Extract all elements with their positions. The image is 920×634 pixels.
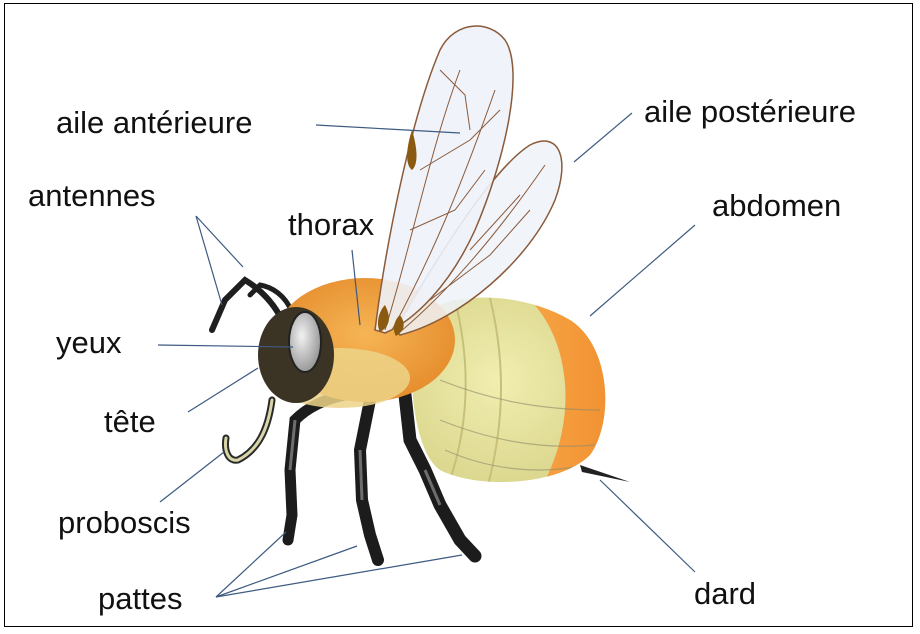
leader-head	[188, 368, 258, 412]
leader-abdomen	[590, 225, 695, 316]
compound-eye	[289, 312, 321, 372]
label-abdomen: abdomen	[712, 190, 841, 221]
leader-stinger	[600, 480, 695, 572]
leader-proboscis	[160, 452, 224, 502]
label-head: tête	[104, 406, 156, 437]
wings-group	[375, 26, 562, 336]
label-forewing: aile antérieure	[56, 107, 252, 138]
stinger-shape	[580, 465, 630, 482]
leader-legs-2	[216, 546, 357, 597]
leader-legs-3	[216, 555, 462, 597]
label-legs: pattes	[98, 583, 182, 614]
front-leg	[288, 395, 345, 540]
label-eyes: yeux	[56, 327, 121, 358]
head-shape	[258, 307, 334, 403]
label-stinger: dard	[694, 578, 756, 609]
label-thorax: thorax	[288, 209, 374, 240]
leader-hindwing	[574, 113, 632, 162]
label-proboscis: proboscis	[58, 507, 191, 538]
label-hindwing: aile postérieure	[644, 96, 856, 127]
label-antennae: antennes	[28, 180, 156, 211]
